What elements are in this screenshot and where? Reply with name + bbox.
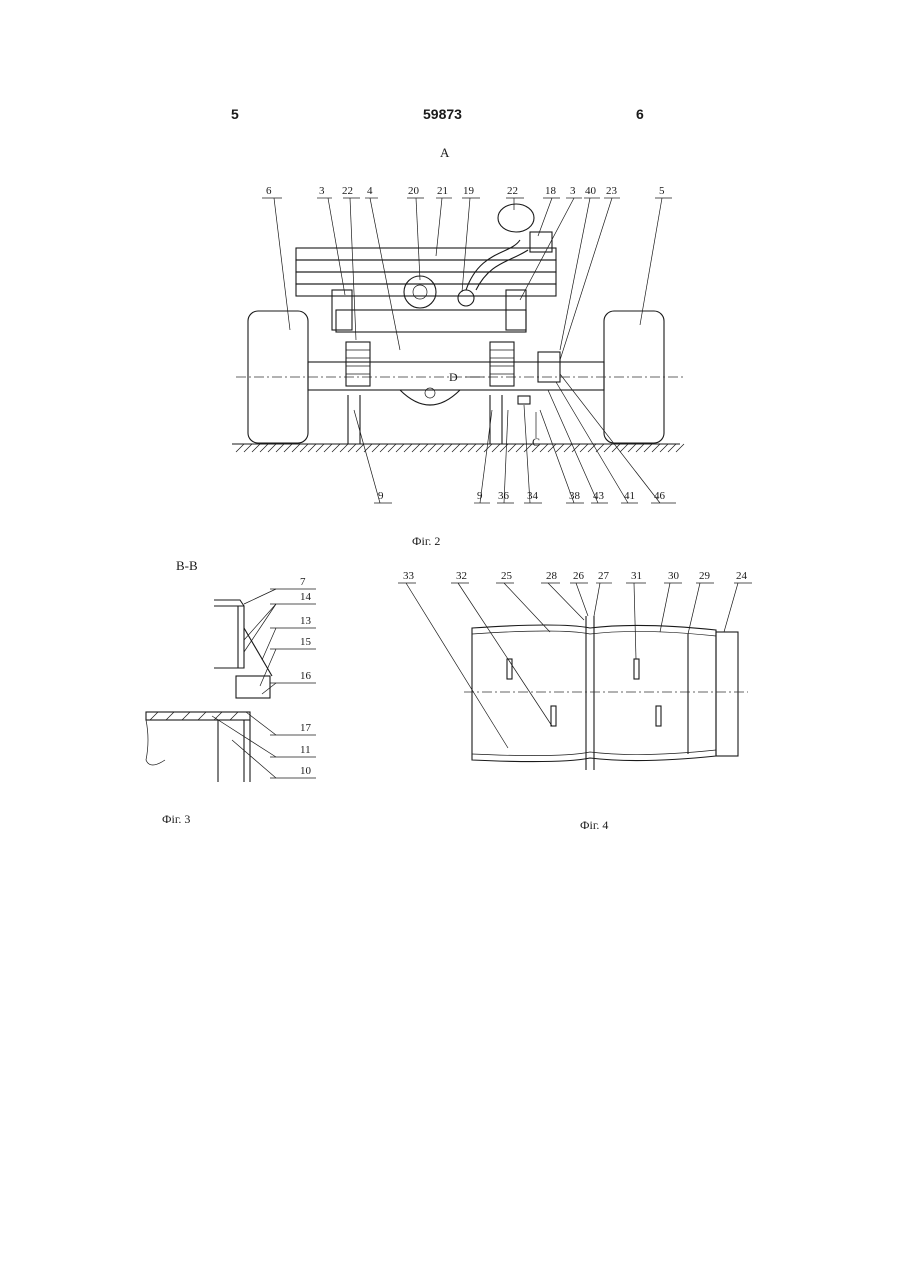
fig2-label: 3 xyxy=(319,185,325,197)
fig2-label: 22 xyxy=(342,185,353,197)
fig2-caption: Фіг. 2 xyxy=(412,534,440,549)
fig2-label: 9 xyxy=(378,490,384,502)
fig2-label: 46 xyxy=(654,490,666,502)
fig4-label: 31 xyxy=(631,570,642,582)
fig3-label: 13 xyxy=(300,615,312,627)
fig2-label: 36 xyxy=(498,490,510,502)
fig2-label: 9 xyxy=(477,490,483,502)
fig4-label: 24 xyxy=(736,570,748,582)
fig2-label: 6 xyxy=(266,185,272,197)
fig2-label: 4 xyxy=(367,185,373,197)
fig3-caption: Фіг. 3 xyxy=(162,812,190,827)
fig2-label: 38 xyxy=(569,490,581,502)
fig3-label: 15 xyxy=(300,636,312,648)
fig3-drawing xyxy=(146,600,272,782)
fig4-drawing xyxy=(464,616,748,770)
fig2-label: 3 xyxy=(570,185,576,197)
fig2-label: 40 xyxy=(585,185,597,197)
fig4-label: 26 xyxy=(573,570,585,582)
fig3-label: 17 xyxy=(300,722,312,734)
fig2-label: 21 xyxy=(437,185,448,197)
fig2-label: 43 xyxy=(593,490,605,502)
arrow-d-label: D xyxy=(449,370,458,384)
fig3-label: 7 xyxy=(300,576,306,588)
fig2-label: 18 xyxy=(545,185,557,197)
fig3-label: 14 xyxy=(300,591,312,603)
fig2-body xyxy=(232,204,684,452)
fig2-label: 41 xyxy=(624,490,635,502)
fig2-label: 34 xyxy=(527,490,539,502)
fig2-label: 5 xyxy=(659,185,665,197)
fig2-label: 23 xyxy=(606,185,618,197)
fig4-label: 25 xyxy=(501,570,513,582)
fig2-label: 20 xyxy=(408,185,420,197)
fig2-label: 19 xyxy=(463,185,475,197)
fig4-label: 28 xyxy=(546,570,558,582)
fig4-label: 30 xyxy=(668,570,680,582)
fig4-label: 29 xyxy=(699,570,711,582)
fig3-label: 16 xyxy=(300,670,312,682)
arrow-c-label: C xyxy=(532,435,540,449)
fig2-label: 22 xyxy=(507,185,518,197)
fig4-label: 32 xyxy=(456,570,467,582)
fig3-label: 11 xyxy=(300,744,311,756)
fig4-label: 33 xyxy=(403,570,415,582)
fig3-label: 10 xyxy=(300,765,312,777)
fig3-section-label: B-B xyxy=(176,558,198,574)
fig4-label: 27 xyxy=(598,570,610,582)
fig4-caption: Фіг. 4 xyxy=(580,818,608,833)
